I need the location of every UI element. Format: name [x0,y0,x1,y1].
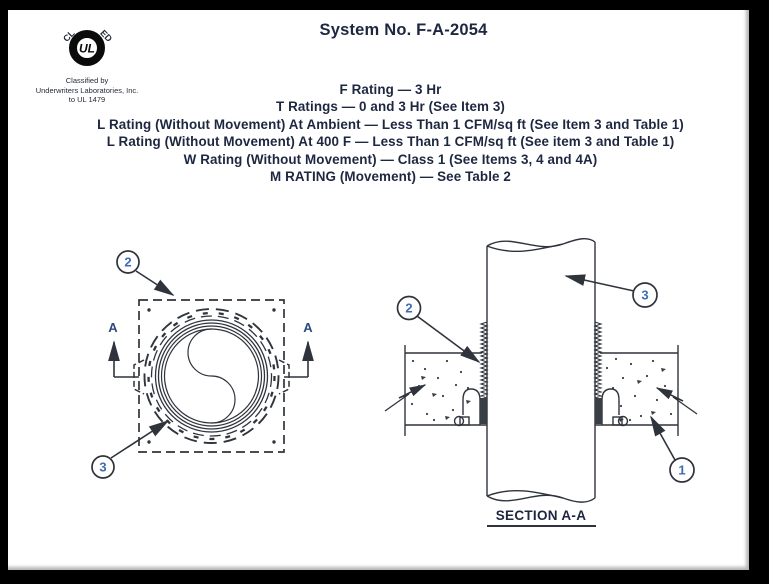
callout-3-circle [91,455,115,479]
logo-caption-line: to UL 1479 [68,95,106,104]
pipe-outer-wall [160,325,263,427]
pipe-break-swirl [187,328,236,424]
callout-3-circle [632,282,658,308]
callout-1-number: 1 [678,463,685,478]
collar-outer-dashed-ring [143,308,280,444]
firestop-foot-left [459,416,470,426]
concrete-stipple-right [605,357,673,422]
pipe-break-top [486,237,596,248]
callout-2-leader [135,270,175,296]
plan-view-diagram: 2 3 A A [91,250,314,479]
plate-corner-hole [147,440,151,444]
ul-monogram: UL [79,42,95,56]
firestop-foot-right [612,416,623,426]
firestop-loop-right [617,415,629,427]
plate-corner-hole [147,308,151,312]
ul-logo-block: CL ED UL Classified by Underwriters Labo… [12,14,162,105]
section-caption: SECTION A-A [496,508,587,523]
slab-break-arrow-left-head [398,384,427,399]
collar-tick-ring [147,311,276,441]
pipe-break-top-lens [486,243,564,252]
slab-break-arrow-right-head [655,387,684,402]
callout-2-number: 2 [124,255,131,270]
firestop-loop-left [453,415,465,427]
concrete-stipple-left [410,356,477,422]
wrap-strip-right [593,321,603,399]
section-marker-a-right: A [303,320,313,335]
callout-2-leader [416,315,481,364]
wrap-strip-left [479,321,489,399]
callout-1-circle [669,457,695,483]
callout-1-leader [650,415,676,461]
firestop-clip-left [462,388,481,425]
document-page: CL ED UL Classified by Underwriters Labo… [8,10,749,570]
rating-line: F Rating — 3 Hr [339,82,442,97]
callout-3-leader [564,274,635,292]
plate-corner-hole [272,440,276,444]
section-marker-a-left: A [108,320,118,335]
callout-3-number: 3 [99,460,106,475]
collar-ring [154,319,269,433]
ul-circle-icon [69,30,105,66]
rating-line: W Rating (Without Movement) — Class 1 (S… [183,151,598,167]
rating-line: T Ratings — 0 and 3 Hr (See Item 3) [276,99,505,115]
plate-corner-hole [272,308,276,312]
logo-caption: Classified by Underwriters Laboratories,… [12,76,162,105]
ul-classified-logo: CL ED UL [61,28,114,66]
rating-line: L Rating (Without Movement) At 400 F — L… [106,134,675,150]
rating-line: M RATING (Movement) — See Table 2 [270,169,511,185]
ratings-block: F Rating — 3 Hr T Ratings — 0 and 3 Hr (… [32,81,749,185]
callout-2-number: 2 [405,301,412,316]
callout-3-number: 3 [641,288,648,303]
pipe-break-bottom-lens [486,490,564,499]
collar-ring [157,322,266,430]
slab-break-arrow-right [656,387,698,415]
steel-plate-outline [138,299,285,453]
callout-3-leader [110,420,170,459]
logo-caption-line: Underwriters Laboratories, Inc. [35,85,139,95]
callout-2-circle [396,295,422,321]
pipe-break-bottom [486,494,596,503]
section-view-diagram: 2 3 1 SECTION A-A [384,237,698,527]
page-title: System No. F-A-2054 [319,21,488,39]
intumescent-block-left [480,398,487,424]
logo-caption-line: Classified by [65,76,109,85]
rating-line: L Rating (Without Movement) At Ambient —… [97,116,684,132]
firestop-clip-right [601,388,620,425]
intumescent-block-right [595,398,602,424]
callout-2-circle [116,250,140,274]
collar-inner-dashed-ring [150,315,273,437]
